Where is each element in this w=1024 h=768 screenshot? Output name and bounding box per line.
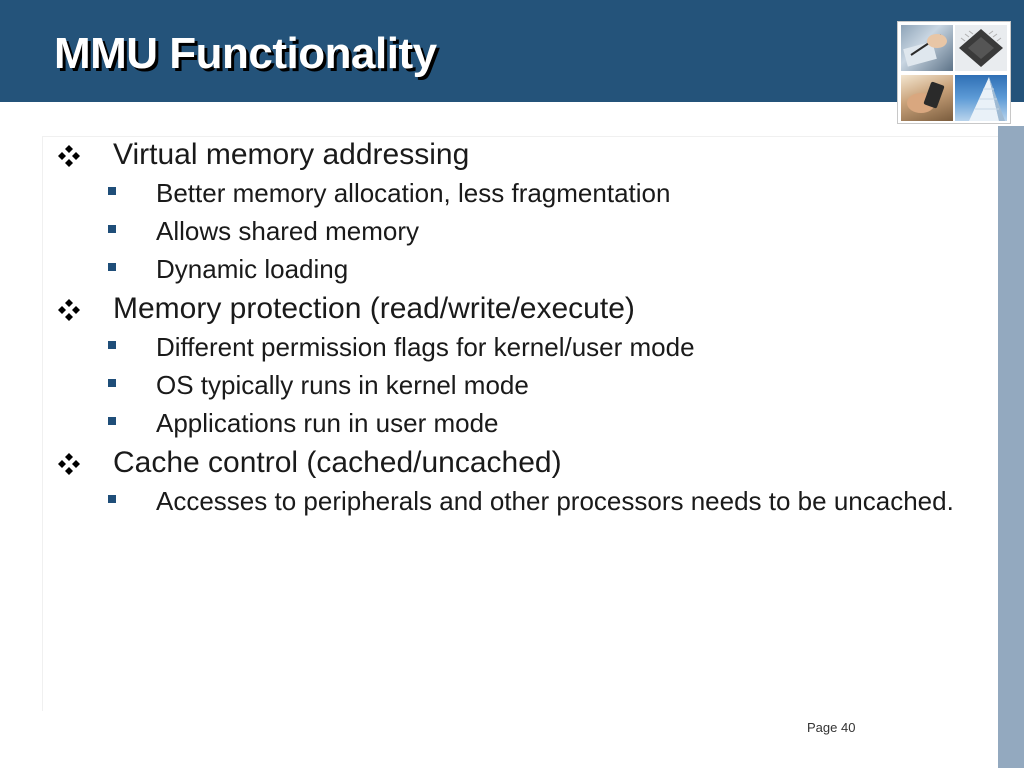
diamond-bullet-icon [58,299,80,321]
bullet-level2-text: Better memory allocation, less fragmenta… [156,178,671,208]
bullet-level2-text: Different permission flags for kernel/us… [156,332,695,362]
header-bar [0,0,1024,102]
page-number: Page 40 [807,720,856,735]
diamond-bullet-icon [58,145,80,167]
photo-skyscraper [955,75,1007,121]
bullet-level2-text: Accesses to peripherals and other proces… [156,486,954,516]
bullet-level2-text: Allows shared memory [156,216,419,246]
square-bullet-icon [108,379,116,387]
square-bullet-icon [108,417,116,425]
bullet-level1-text: Virtual memory addressing [113,138,470,171]
right-accent-bar [998,126,1024,768]
bullet-level1-text: Cache control (cached/uncached) [113,446,562,479]
square-bullet-icon [108,495,116,503]
bullet-level2-text: OS typically runs in kernel mode [156,370,529,400]
bullet-level2-text: Applications run in user mode [156,408,499,438]
square-bullet-icon [108,341,116,349]
photo-microchip [955,25,1007,71]
square-bullet-icon [108,263,116,271]
header-photo-collage [897,21,1011,124]
square-bullet-icon [108,225,116,233]
photo-phone-user [901,75,953,121]
content-area [42,136,998,711]
slide-title: MMU Functionality [54,29,437,78]
bullet-level1-text: Memory protection (read/write/execute) [113,292,635,325]
bullet-level2-text: Dynamic loading [156,254,349,284]
diamond-bullet-icon [58,453,80,475]
photo-hand-pen [901,25,953,71]
square-bullet-icon [108,187,116,195]
